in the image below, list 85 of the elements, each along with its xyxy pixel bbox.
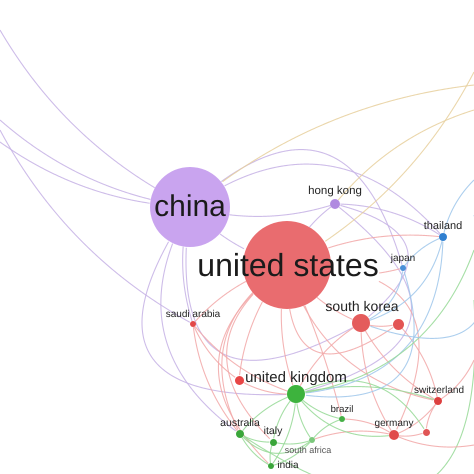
link-line <box>378 280 420 430</box>
link-line <box>192 327 238 432</box>
link-line <box>303 306 434 401</box>
link-line <box>306 250 474 393</box>
link-line <box>241 437 269 465</box>
link-line <box>379 268 400 274</box>
link-line <box>401 328 438 398</box>
link-line <box>306 206 412 392</box>
link-line <box>242 436 310 454</box>
link-line <box>404 238 440 266</box>
link-line <box>370 214 474 339</box>
link-line <box>194 326 288 392</box>
link-line <box>340 204 409 318</box>
link-line <box>0 30 156 188</box>
link-line <box>220 233 244 250</box>
link-line <box>360 332 392 432</box>
link-line <box>270 444 272 464</box>
country-label: australia <box>220 418 260 428</box>
country-label: china <box>154 192 226 222</box>
link-line <box>242 382 288 395</box>
link-line <box>304 380 424 430</box>
link-line <box>222 84 474 182</box>
link-line <box>182 246 193 322</box>
link-line <box>0 120 151 200</box>
link-line <box>244 300 474 474</box>
link-line <box>369 271 404 320</box>
link-line <box>328 234 439 248</box>
link-line <box>0 130 190 323</box>
link-line <box>239 302 263 376</box>
country-label: united kingdom <box>245 370 347 384</box>
link-line <box>304 305 342 416</box>
link-line <box>314 430 389 440</box>
link-line <box>398 404 436 434</box>
country-label: brazil <box>330 405 354 415</box>
link-line <box>0 142 150 204</box>
link-line <box>306 272 415 398</box>
country-label: japan <box>390 254 416 264</box>
link-line <box>229 204 330 217</box>
link-line <box>313 420 340 438</box>
link-line <box>398 436 474 448</box>
country-label: saudi arabia <box>166 310 220 320</box>
link-line <box>324 72 474 242</box>
link-line <box>141 242 286 396</box>
link-line <box>316 296 353 320</box>
link-line <box>309 206 332 228</box>
link-line <box>276 440 310 445</box>
country-label: switzerland <box>414 386 464 396</box>
link-line <box>426 404 436 429</box>
link-line <box>344 418 390 433</box>
country-label: india <box>277 461 299 471</box>
country-label: south korea <box>325 299 399 313</box>
link-line <box>220 149 403 265</box>
link-line <box>289 308 394 354</box>
link-line <box>242 396 288 432</box>
link-line <box>300 327 354 386</box>
link-line <box>226 294 270 440</box>
link-line <box>274 442 310 466</box>
link-line <box>194 280 246 322</box>
link-line <box>305 242 444 394</box>
link-line <box>296 402 311 438</box>
link-line <box>369 324 393 327</box>
link-line <box>194 326 236 378</box>
country-label: south africa <box>284 446 332 454</box>
link-line <box>280 309 294 386</box>
link-line <box>218 293 269 464</box>
country-label: germany <box>374 419 414 429</box>
link-line <box>443 180 474 234</box>
country-label: thailand <box>424 220 462 232</box>
link-line <box>221 292 254 430</box>
link-line <box>398 432 424 437</box>
country-label: italy <box>264 426 282 436</box>
link-line <box>224 164 441 234</box>
link-line <box>370 240 443 321</box>
link-line <box>338 109 474 200</box>
link-line <box>160 243 236 432</box>
link-line <box>243 435 270 443</box>
link-line <box>340 204 440 236</box>
link-line <box>302 400 340 419</box>
link-line <box>273 400 291 439</box>
link-line <box>364 330 435 400</box>
link-line <box>304 386 434 400</box>
link-line <box>301 400 389 437</box>
link-line <box>441 360 474 400</box>
country-label: hong kong <box>308 186 362 198</box>
link-line <box>272 402 296 464</box>
